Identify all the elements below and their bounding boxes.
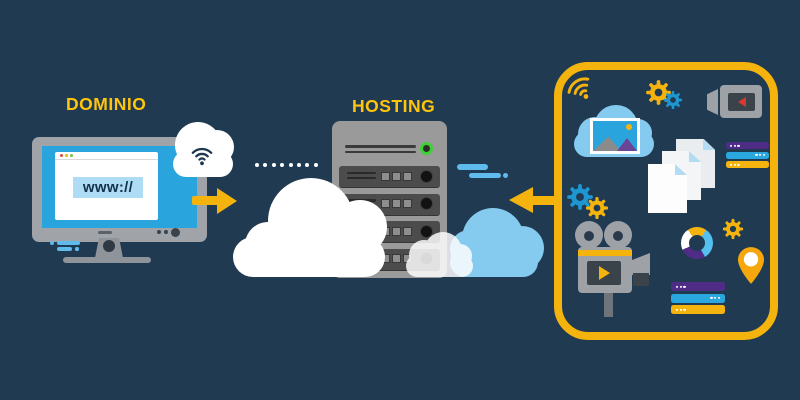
motion-dash	[503, 173, 508, 178]
motion-dash	[50, 240, 54, 245]
donut-chart-icon	[681, 227, 713, 259]
server-vent-line	[345, 145, 416, 148]
motion-dash	[57, 240, 80, 245]
window-dot-yellow	[65, 154, 68, 157]
domain-label: DOMINIO	[66, 94, 147, 114]
cloud-white-small	[406, 232, 473, 277]
motion-dash	[457, 164, 488, 170]
camera-screen	[587, 261, 621, 285]
camera-lens	[707, 89, 718, 115]
server-status-light	[420, 142, 433, 155]
camera-lens-base	[633, 273, 649, 286]
monitor-button	[157, 230, 161, 234]
monitor-stand-base	[63, 257, 151, 263]
play-icon	[598, 266, 610, 280]
wifi-icon	[191, 147, 213, 166]
window-dot-red	[60, 154, 63, 157]
address-bar: www://	[73, 177, 143, 198]
monitor-power-button	[171, 227, 180, 237]
photo-icon	[590, 118, 640, 154]
hosting-label: HOSTING	[352, 96, 436, 116]
content-panel	[554, 62, 778, 340]
wifi-icon	[567, 77, 590, 99]
monitor-button	[164, 230, 168, 234]
url-text: www://	[82, 179, 134, 196]
gear-icon	[722, 218, 744, 240]
rack-unit	[339, 193, 440, 216]
camera-leg	[604, 293, 613, 317]
mountain-icon	[593, 136, 621, 151]
motion-dash	[469, 172, 501, 178]
motion-dash	[57, 247, 72, 251]
camera-screen	[728, 93, 755, 111]
gear-icon	[567, 184, 593, 210]
dotted-connector	[255, 163, 318, 167]
server-stack-icon	[671, 282, 725, 317]
gear-icon	[663, 90, 683, 110]
server-stack-icon	[726, 142, 769, 171]
rack-unit	[339, 166, 440, 188]
gear-icon	[586, 197, 608, 219]
browser-titlebar	[55, 152, 158, 160]
play-icon	[737, 97, 746, 107]
document-page	[648, 164, 687, 213]
sun-icon	[626, 124, 632, 130]
camera-lens	[632, 253, 650, 275]
location-pin-icon	[738, 247, 764, 284]
gear-icon	[646, 80, 671, 105]
monitor-speaker	[98, 231, 112, 234]
film-reel	[575, 221, 603, 249]
server-vent-line	[345, 150, 416, 153]
motion-dash	[75, 247, 79, 251]
film-reel	[604, 221, 632, 249]
server-tower	[332, 121, 447, 278]
window-dot-green	[70, 154, 73, 157]
mountain-icon	[617, 138, 637, 151]
cloud-white-large	[233, 178, 387, 277]
monitor-stand-slot	[103, 240, 115, 252]
